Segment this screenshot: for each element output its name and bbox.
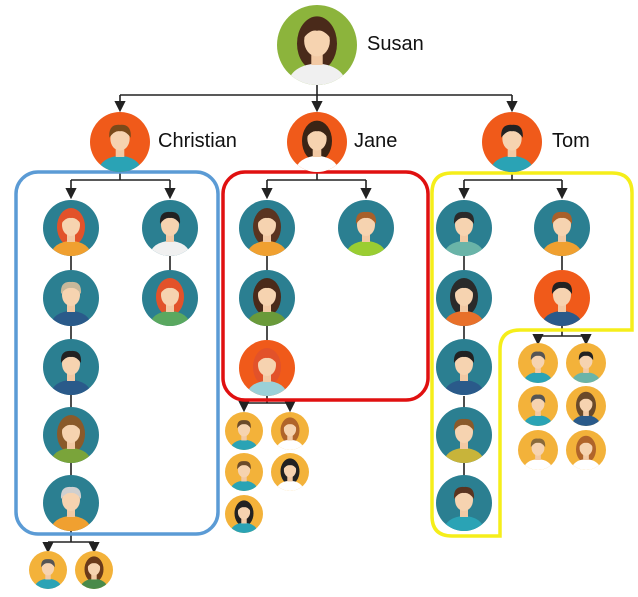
avatar-christian-grandchild-2 [142, 270, 198, 339]
child-name-jane: Jane [354, 130, 397, 152]
avatar-tom-gen-7-c [518, 386, 558, 435]
avatar-christian-gen-7-a [29, 551, 67, 597]
avatar-tom-gen-7-e [518, 430, 558, 479]
child-name-christian: Christian [158, 130, 237, 152]
avatar-jane-gen-5-b [271, 412, 309, 459]
avatar-jane-gen-5-c [225, 453, 263, 500]
avatar-tom-gen-7-d [566, 386, 606, 435]
avatar-tom-gen-7-f [566, 430, 606, 479]
avatar-tom-gen-7-b [566, 343, 606, 392]
root-name-label: Susan [367, 33, 424, 55]
child-name-tom: Tom [552, 130, 590, 152]
avatar-jane-gen-5-e [225, 495, 263, 542]
avatar-jane-child-2 [338, 200, 394, 269]
avatar-tom-gen-7-a [518, 343, 558, 392]
avatar-jane-gen-5-a [225, 412, 263, 459]
avatar-jane-gen-5-d [271, 453, 309, 500]
avatar-christian-gen-7-b [75, 551, 113, 597]
